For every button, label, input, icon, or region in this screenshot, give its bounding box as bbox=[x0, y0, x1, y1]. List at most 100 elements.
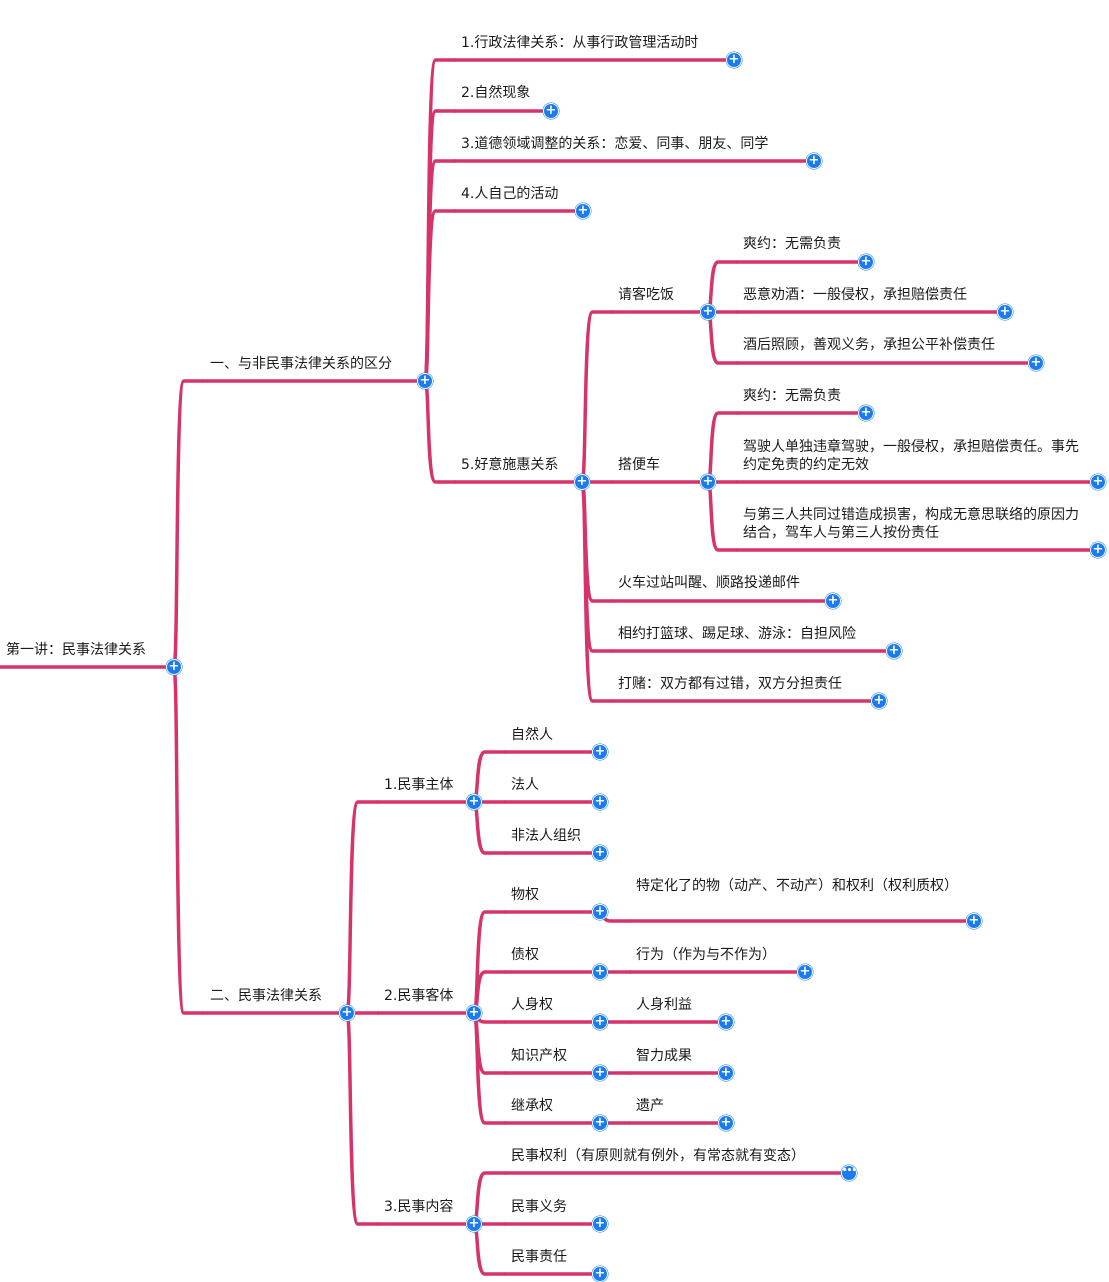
node-label-a5c[interactable]: 火车过站叫醒、顺路投递邮件 bbox=[618, 575, 800, 591]
plus-icon: + bbox=[873, 693, 885, 708]
more-button-b3a[interactable]: ••• bbox=[841, 1165, 857, 1181]
plus-icon: + bbox=[1030, 355, 1042, 370]
node-label-a5b2[interactable]: 驾驶人单独违章驾驶，一般侵权，承担赔偿责任。事先约定免责的约定无效 bbox=[743, 439, 1079, 473]
expand-button-a5a3[interactable]: + bbox=[1028, 355, 1044, 371]
expand-button-a5d[interactable]: + bbox=[886, 643, 902, 659]
node-label-b2[interactable]: 2.民事客体 bbox=[384, 988, 454, 1004]
plus-icon: + bbox=[545, 103, 557, 118]
expand-button-b2b[interactable]: + bbox=[592, 964, 608, 980]
node-label-a5[interactable]: 5.好意施惠关系 bbox=[461, 457, 559, 473]
branch-connector-a5a bbox=[580, 310, 614, 484]
node-label-a5d[interactable]: 相约打篮球、踢足球、游泳：自担风险 bbox=[618, 626, 856, 642]
expand-button-b1b[interactable]: + bbox=[592, 794, 608, 810]
expand-button-a5b2[interactable]: + bbox=[1090, 474, 1106, 490]
expand-button-b2[interactable]: + bbox=[466, 1005, 482, 1021]
node-label-r[interactable]: 第一讲：民事法律关系 bbox=[6, 642, 146, 658]
plus-icon: + bbox=[594, 1115, 606, 1130]
node-label-a5b[interactable]: 搭便车 bbox=[618, 457, 660, 473]
plus-icon: + bbox=[720, 1014, 732, 1029]
expand-button-b3[interactable]: + bbox=[466, 1216, 482, 1232]
plus-icon: + bbox=[827, 593, 839, 608]
node-label-a[interactable]: 一、与非民事法律关系的区分 bbox=[210, 356, 392, 372]
expand-button-b2e1[interactable]: + bbox=[718, 1115, 734, 1131]
plus-icon: + bbox=[720, 1115, 732, 1130]
expand-button-a5a2[interactable]: + bbox=[997, 304, 1013, 320]
node-label-b1[interactable]: 1.民事主体 bbox=[384, 777, 454, 793]
expand-button-b2c1[interactable]: + bbox=[718, 1014, 734, 1030]
expand-button-a4[interactable]: + bbox=[575, 203, 591, 219]
node-label-a5b3[interactable]: 与第三人共同过错造成损害，构成无意思联络的原因力结合，驾车人与第三人按份责任 bbox=[743, 507, 1079, 541]
node-label-b2c1[interactable]: 人身利益 bbox=[636, 997, 692, 1013]
plus-icon: + bbox=[594, 1216, 606, 1231]
branch-connector-a5 bbox=[423, 379, 457, 484]
node-label-b2d[interactable]: 知识产权 bbox=[511, 1048, 567, 1064]
expand-button-a[interactable]: + bbox=[417, 373, 433, 389]
node-label-b3[interactable]: 3.民事内容 bbox=[384, 1199, 454, 1215]
expand-button-a5b1[interactable]: + bbox=[858, 405, 874, 421]
expand-button-b3c[interactable]: + bbox=[592, 1266, 608, 1282]
expand-button-b1[interactable]: + bbox=[466, 794, 482, 810]
expand-button-b2e[interactable]: + bbox=[592, 1115, 608, 1131]
node-label-b2e[interactable]: 继承权 bbox=[511, 1098, 553, 1114]
expand-button-b2b1[interactable]: + bbox=[797, 964, 813, 980]
node-label-b1b[interactable]: 法人 bbox=[511, 777, 539, 793]
node-label-b2d1[interactable]: 智力成果 bbox=[636, 1048, 692, 1064]
expand-button-b[interactable]: + bbox=[339, 1005, 355, 1021]
node-label-a3[interactable]: 3.道德领域调整的关系：恋爱、同事、朋友、同学 bbox=[461, 136, 769, 152]
expand-button-a5c[interactable]: + bbox=[825, 593, 841, 609]
expand-button-b1c[interactable]: + bbox=[592, 845, 608, 861]
node-label-b[interactable]: 二、民事法律关系 bbox=[210, 988, 322, 1004]
expand-button-b2a1[interactable]: + bbox=[966, 913, 982, 929]
expand-button-a5a[interactable]: + bbox=[700, 304, 716, 320]
node-label-b2a[interactable]: 物权 bbox=[511, 887, 539, 903]
plus-icon: + bbox=[968, 913, 980, 928]
plus-icon: + bbox=[702, 304, 714, 319]
plus-icon: + bbox=[720, 1065, 732, 1080]
expand-button-b1a[interactable]: + bbox=[592, 744, 608, 760]
node-label-a2[interactable]: 2.自然现象 bbox=[461, 85, 531, 101]
branch-connector-a5e bbox=[580, 480, 614, 703]
node-label-b2e1[interactable]: 遗产 bbox=[636, 1098, 664, 1114]
plus-icon: + bbox=[808, 153, 820, 168]
node-label-b1a[interactable]: 自然人 bbox=[511, 727, 553, 743]
node-label-b1c[interactable]: 非法人组织 bbox=[511, 828, 581, 844]
expand-button-b2c[interactable]: + bbox=[592, 1014, 608, 1030]
node-label-b3c[interactable]: 民事责任 bbox=[511, 1249, 567, 1265]
expand-button-b2d1[interactable]: + bbox=[718, 1065, 734, 1081]
node-label-b2b1[interactable]: 行为（作为与不作为） bbox=[636, 947, 776, 963]
node-label-b3a[interactable]: 民事权利（有原则就有例外，有常态就有变态） bbox=[511, 1148, 805, 1164]
expand-button-a5a1[interactable]: + bbox=[858, 254, 874, 270]
plus-icon: + bbox=[577, 203, 589, 218]
expand-button-a3[interactable]: + bbox=[806, 153, 822, 169]
expand-button-r[interactable]: + bbox=[166, 659, 182, 675]
node-label-b2c[interactable]: 人身权 bbox=[511, 997, 553, 1013]
node-label-b3b[interactable]: 民事义务 bbox=[511, 1199, 567, 1215]
plus-icon: + bbox=[860, 254, 872, 269]
expand-button-a5b3[interactable]: + bbox=[1090, 542, 1106, 558]
branch-connector-b3c bbox=[472, 1222, 507, 1276]
branch-connector-a5b3 bbox=[706, 480, 739, 552]
node-label-b2a1[interactable]: 特定化了的物（动产、不动产）和权利（权利质权） bbox=[636, 878, 958, 894]
node-label-a5a[interactable]: 请客吃饭 bbox=[618, 287, 674, 303]
branch-connector-b bbox=[172, 665, 204, 1015]
node-label-a5b1[interactable]: 爽约：无需负责 bbox=[743, 388, 841, 404]
node-label-a5a3[interactable]: 酒后照顾，善观义务，承担公平补偿责任 bbox=[743, 337, 995, 353]
plus-icon: + bbox=[594, 1014, 606, 1029]
expand-button-b2a[interactable]: + bbox=[592, 904, 608, 920]
expand-button-a5e[interactable]: + bbox=[871, 693, 887, 709]
node-label-a1[interactable]: 1.行政法律关系：从事行政管理活动时 bbox=[461, 35, 699, 51]
node-label-b2b[interactable]: 债权 bbox=[511, 947, 539, 963]
node-label-a5a2[interactable]: 恶意劝酒：一般侵权，承担赔偿责任 bbox=[743, 287, 967, 303]
expand-button-b2d[interactable]: + bbox=[592, 1065, 608, 1081]
expand-button-a5b[interactable]: + bbox=[700, 474, 716, 490]
plus-icon: + bbox=[594, 1266, 606, 1281]
node-label-a5a1[interactable]: 爽约：无需负责 bbox=[743, 236, 841, 252]
expand-button-a2[interactable]: + bbox=[543, 103, 559, 119]
node-label-a4[interactable]: 4.人自己的活动 bbox=[461, 186, 559, 202]
node-label-a5e[interactable]: 打赌：双方都有过错，双方分担责任 bbox=[618, 676, 842, 692]
expand-button-a1[interactable]: + bbox=[726, 52, 742, 68]
expand-button-b3b[interactable]: + bbox=[592, 1216, 608, 1232]
plus-icon: + bbox=[168, 659, 180, 674]
expand-button-a5[interactable]: + bbox=[574, 474, 590, 490]
